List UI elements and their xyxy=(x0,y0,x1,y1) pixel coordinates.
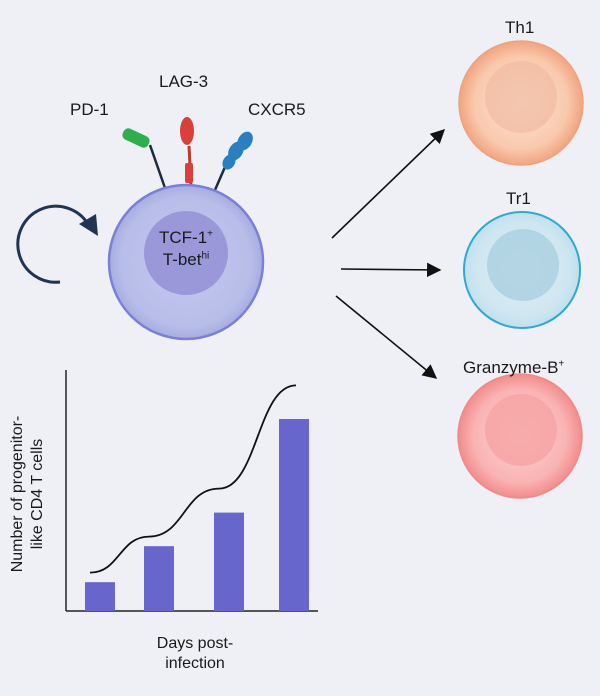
bar-3 xyxy=(214,512,244,611)
granzyme-b-label: Granzyme-B+ xyxy=(463,358,565,377)
y-axis-label-line2: like CD4 T cells xyxy=(29,438,46,550)
pd1-receptor xyxy=(122,128,167,189)
lag3-label: LAG-3 xyxy=(159,72,209,91)
arrow-to-th1 xyxy=(331,129,446,239)
bar-1 xyxy=(85,582,115,611)
cxcr5-label: CXCR5 xyxy=(248,100,306,119)
trend-line xyxy=(89,384,297,574)
arrow-to-granzyme-b xyxy=(335,295,438,379)
x-axis-label-line1: Days post- xyxy=(156,635,234,652)
nucleus-marker-tcf1: TCF-1+ xyxy=(158,228,213,247)
y-axis-label-line1: Number of progenitor- xyxy=(9,415,26,573)
pd1-label: PD-1 xyxy=(70,100,109,119)
cxcr5-receptor xyxy=(213,131,253,191)
progenitor-cell xyxy=(107,183,265,341)
x-axis-label-line2: infection xyxy=(165,655,225,672)
bar-4 xyxy=(279,419,309,611)
tr1-label: Tr1 xyxy=(506,189,531,208)
progenitor-count-chart xyxy=(65,370,318,612)
nucleus-marker-tbet: T-bethi xyxy=(162,250,210,269)
th1-label: Th1 xyxy=(505,18,535,37)
x-axis-label: Days post- infection xyxy=(110,634,280,674)
granzyme-b-cell xyxy=(457,373,583,499)
self-renewal-arrow xyxy=(16,204,98,284)
bar-2 xyxy=(144,546,174,611)
th1-cell xyxy=(458,40,584,166)
lag3-receptor xyxy=(180,117,194,187)
arrow-to-tr1 xyxy=(340,262,442,278)
tr1-cell xyxy=(463,211,581,329)
y-axis-label: Number of progenitor- like CD4 T cells xyxy=(8,364,48,624)
